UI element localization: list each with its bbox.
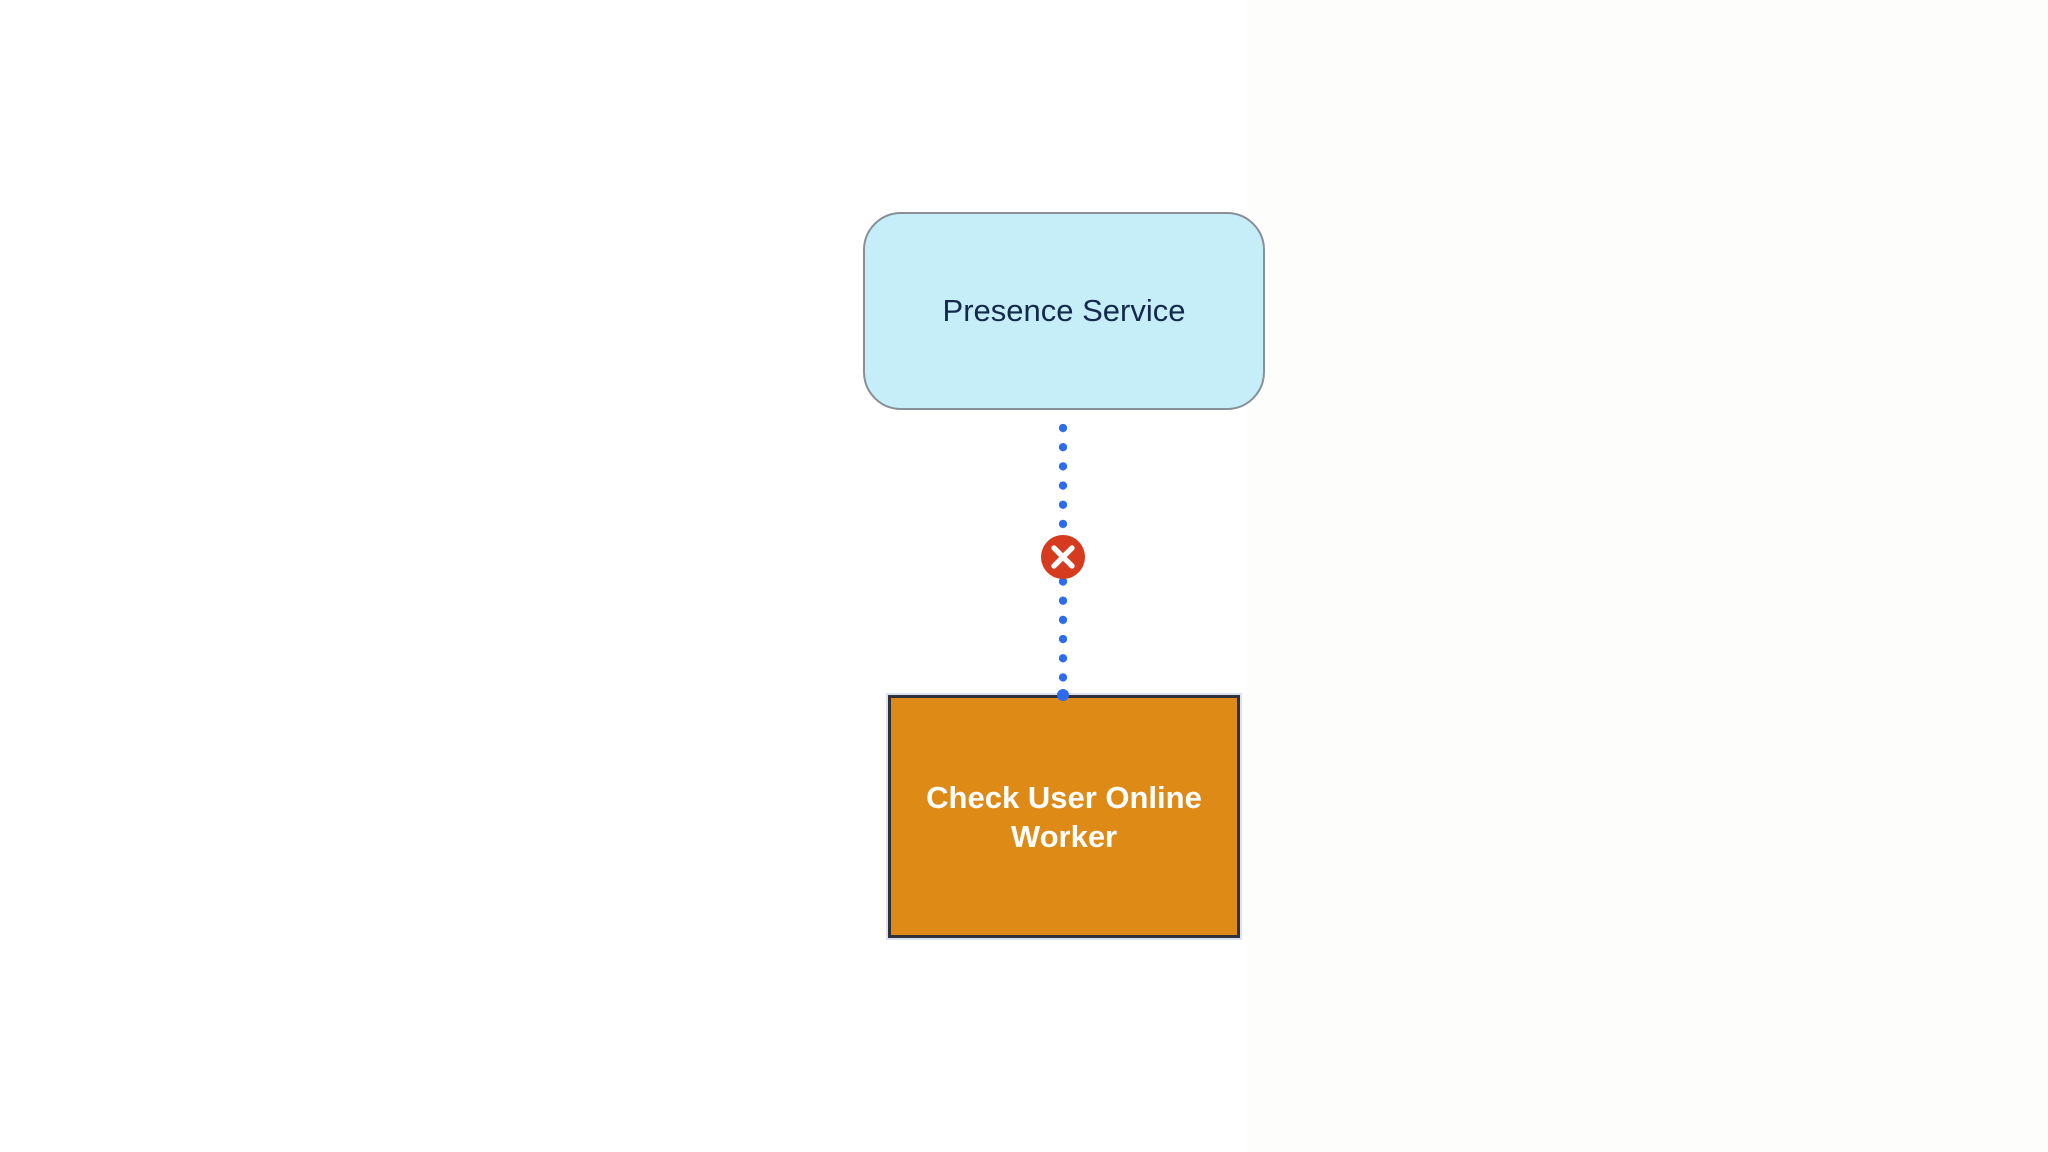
node-presence-service[interactable]: Presence Service [863, 212, 1265, 410]
x-cross-icon [1051, 545, 1075, 569]
node-check-user-online-worker-label: Check User Online Worker [926, 779, 1202, 854]
background-region-right [1247, 0, 2048, 1152]
node-presence-service-label: Presence Service [942, 293, 1186, 328]
connector-error-badge[interactable] [1041, 535, 1085, 579]
node-check-user-online-worker[interactable]: Check User Online Worker [888, 695, 1240, 938]
connector-endpoint-dot[interactable] [1057, 689, 1069, 701]
